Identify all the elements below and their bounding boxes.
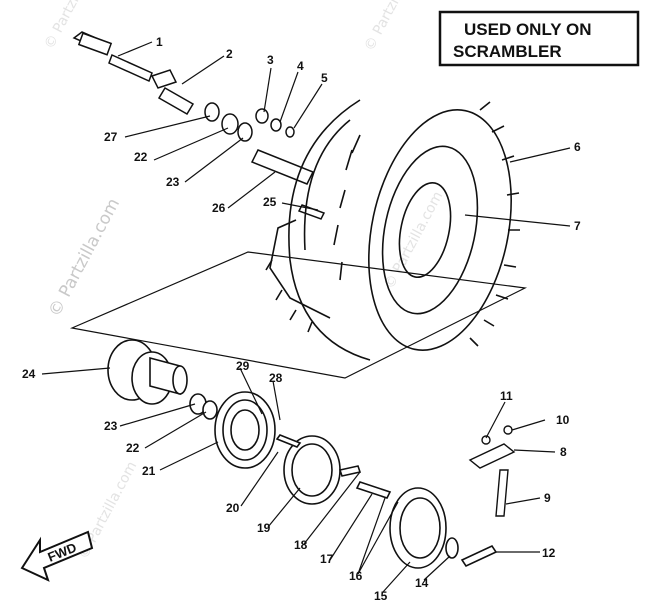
callout-22-bottom: 22 — [126, 441, 140, 455]
callout-19: 19 — [257, 521, 271, 535]
callout-17: 17 — [320, 552, 334, 566]
hub-plane-outline — [69, 251, 528, 379]
callout-9: 9 — [544, 491, 551, 505]
callout-23-bottom: 23 — [104, 419, 118, 433]
callout-4: 4 — [297, 59, 304, 73]
callout-labels: 1 2 3 4 5 6 7 8 9 10 11 12 14 15 16 17 1… — [22, 35, 581, 603]
knobby-tire — [265, 99, 520, 361]
callout-11: 11 — [500, 389, 513, 403]
callout-5: 5 — [321, 71, 328, 85]
callout-2: 2 — [226, 47, 233, 61]
callout-16: 16 — [349, 569, 363, 583]
scrambler-note-box: USED ONLY ON SCRAMBLER — [438, 10, 640, 67]
callout-6: 6 — [574, 140, 581, 154]
callout-12: 12 — [542, 546, 556, 560]
callout-29: 29 — [236, 359, 250, 373]
callout-25: 25 — [263, 195, 277, 209]
callout-14: 14 — [415, 576, 429, 590]
callout-10: 10 — [556, 413, 570, 427]
note-line-1: USED ONLY ON — [464, 20, 592, 39]
callout-28: 28 — [269, 371, 283, 385]
brake-hub-assembly — [107, 339, 498, 569]
callout-15: 15 — [374, 589, 388, 603]
callout-1: 1 — [156, 35, 163, 49]
callout-3: 3 — [267, 53, 274, 67]
callout-20: 20 — [226, 501, 240, 515]
watermark-left: © Partzilla.com — [45, 195, 124, 320]
brake-arm-linkage — [468, 425, 516, 517]
callout-26: 26 — [212, 201, 226, 215]
callout-18: 18 — [294, 538, 308, 552]
callout-8: 8 — [560, 445, 567, 459]
note-line-2: SCRAMBLER — [453, 42, 562, 61]
callout-24: 24 — [22, 367, 36, 381]
watermark-top-mid: © Partzilla.com — [361, 0, 426, 54]
leader-lines — [41, 41, 571, 593]
callout-27: 27 — [104, 130, 118, 144]
callout-22-top: 22 — [134, 150, 148, 164]
axle-assembly — [72, 31, 326, 220]
callout-23-top: 23 — [166, 175, 180, 189]
callout-21: 21 — [142, 464, 156, 478]
callout-7: 7 — [574, 219, 581, 233]
